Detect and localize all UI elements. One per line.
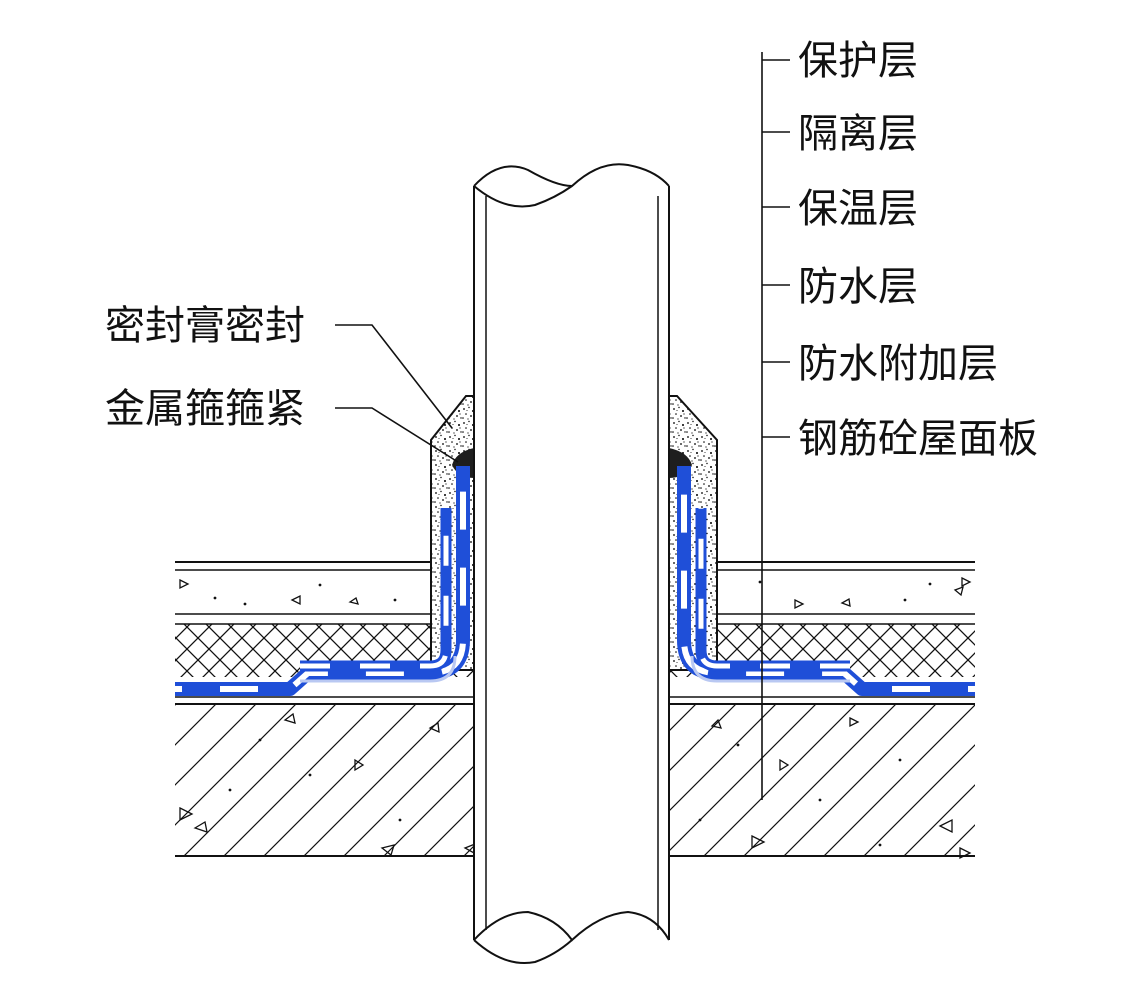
label-concrete-roof-slab: 钢筋砼屋面板 [798, 416, 1038, 462]
waterproof-layer-right [677, 466, 975, 696]
label-waterproof-additional-layer: 防水附加层 [798, 341, 998, 387]
right-labels: 保护层 隔离层 保温层 防水层 防水附加层 钢筋砼屋面板 [798, 38, 1038, 462]
label-insulation-layer: 保温层 [798, 186, 918, 232]
dot-marks [213, 580, 932, 847]
label-metal-hoop-clamp: 金属箍箍紧 [105, 386, 305, 432]
pipe-body [474, 172, 669, 953]
concrete-slab-left [175, 704, 474, 856]
label-protective-layer: 保护层 [798, 38, 918, 84]
roof-layers-right [669, 561, 975, 857]
label-isolation-layer: 隔离层 [798, 111, 918, 157]
left-labels: 密封膏密封 金属箍箍紧 [105, 303, 305, 432]
label-sealant-sealing: 密封膏密封 [105, 303, 305, 349]
sealant-collar-right [668, 395, 718, 671]
concrete-slab-right [669, 704, 975, 856]
pipe [473, 163, 670, 964]
leader-lines [335, 52, 790, 800]
label-waterproof-layer: 防水层 [798, 264, 918, 310]
aggregate-marks [179, 576, 972, 860]
waterproof-layer-left [175, 466, 470, 696]
roof-layers-left [175, 561, 474, 857]
